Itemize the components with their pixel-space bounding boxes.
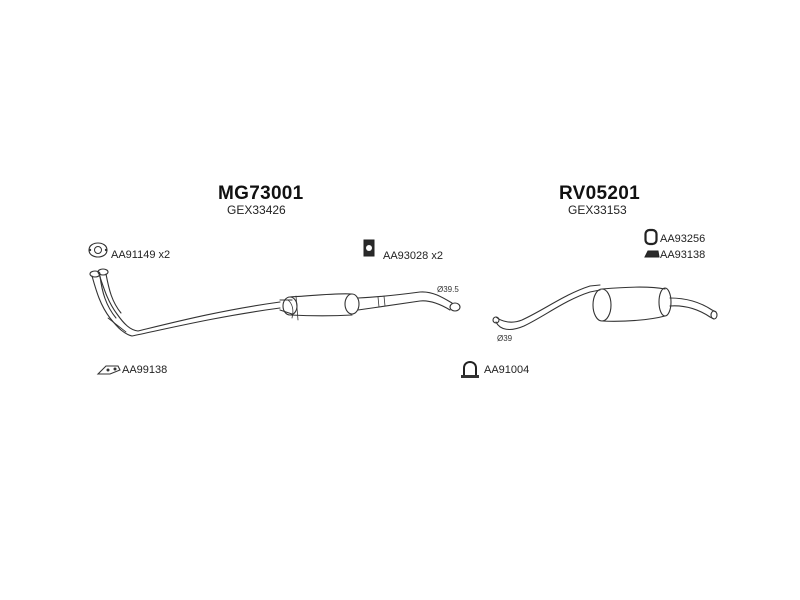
rubber-hanger-icon xyxy=(363,239,375,257)
mg73001-middle-silencer xyxy=(279,293,360,321)
part-code: AA93028 xyxy=(383,250,429,262)
mg73001-tail-pipe xyxy=(357,291,461,312)
part-code: AA93138 xyxy=(660,249,706,261)
u-clamp-icon xyxy=(461,360,479,378)
part-label-mg-3: AA99138 xyxy=(122,364,167,376)
part-label-rv-3: AA91004 xyxy=(484,364,529,376)
diameter-label-mg: Ø39.5 xyxy=(437,285,459,294)
part-qty: x2 xyxy=(158,249,171,261)
rv05201-rear-pipe xyxy=(492,284,601,331)
part-label-mg-2: AA93028 x2 xyxy=(383,250,443,262)
part-label-rv-2: AA93138 xyxy=(660,249,705,261)
kit-code-rv: RV05201 xyxy=(559,183,640,204)
kit-subcode-rv: GEX33153 xyxy=(568,203,627,217)
diameter-label-rv: Ø39 xyxy=(497,334,513,343)
part-label-rv-1: AA93256 xyxy=(660,233,705,245)
part-code: AA91149 xyxy=(111,249,156,261)
kit-code-mg: MG73001 xyxy=(218,183,304,204)
rubber-mount-icon xyxy=(644,250,660,258)
mg73001-front-pipe xyxy=(89,268,281,337)
gasket-icon xyxy=(88,242,108,258)
rv05201-rear-silencer xyxy=(592,286,718,322)
rubber-ring-icon xyxy=(644,228,658,246)
part-code: AA99138 xyxy=(122,364,168,376)
part-code: AA91004 xyxy=(484,364,530,376)
part-qty: x2 xyxy=(431,250,443,262)
part-code: AA93256 xyxy=(660,233,706,245)
kit-subcode-mg: GEX33426 xyxy=(227,203,286,217)
part-label-mg-1: AA91149 x2 xyxy=(111,249,170,261)
mounting-bracket-icon xyxy=(96,365,121,375)
